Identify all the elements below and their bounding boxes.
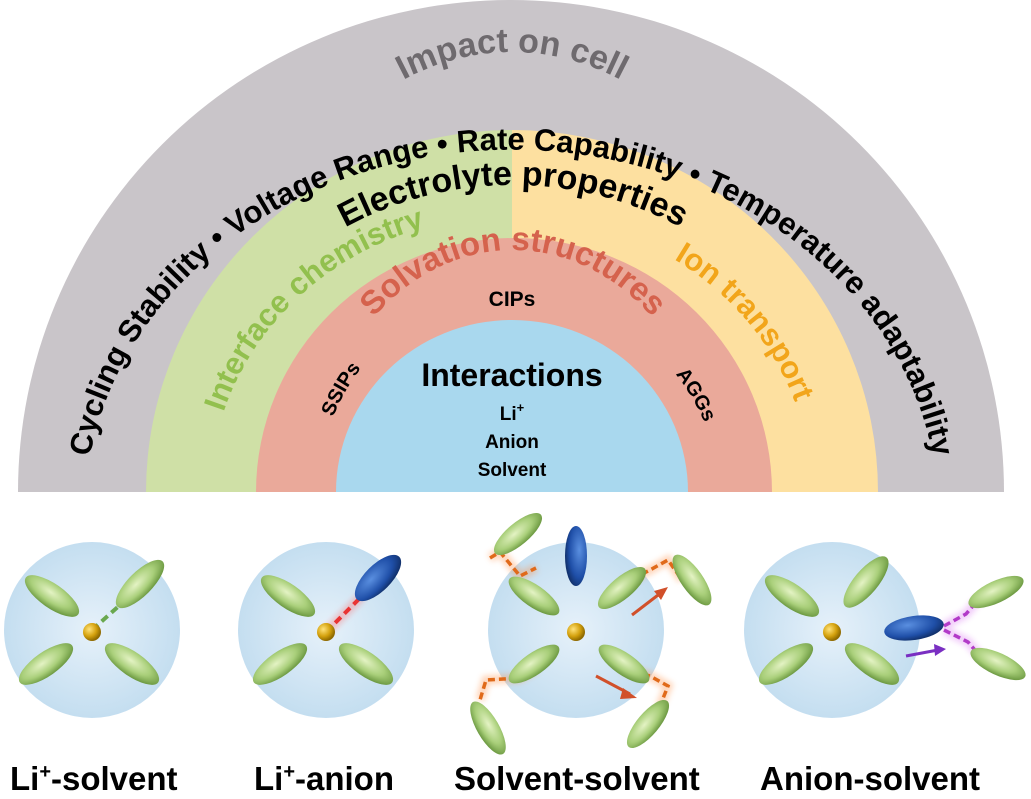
solvent-molecule: [252, 643, 308, 685]
ring-interactions: [336, 320, 688, 492]
solvent-molecule: [758, 643, 814, 685]
cips-label: CIPs: [489, 288, 536, 311]
solvent-molecule: [626, 699, 670, 749]
anion-molecule: [354, 554, 402, 602]
solvent-molecule: [493, 512, 543, 556]
anion-molecule: [565, 526, 587, 586]
solvent-molecule: [970, 647, 1026, 681]
anion-solvent-bonds: [941, 597, 984, 659]
solvent-solvent-bond: [478, 666, 537, 701]
solvent-molecule: [968, 575, 1024, 609]
solvent-molecule: [18, 643, 74, 685]
solvent-molecule: [508, 644, 560, 684]
solvent-molecule: [598, 644, 650, 684]
solvent-molecule: [104, 643, 160, 685]
interaction-item-solvent: Solvent: [478, 460, 547, 481]
li-ion: [823, 623, 841, 641]
solvent-solvent-bond: [489, 549, 537, 579]
solvent-molecule: [115, 559, 165, 609]
solvent-molecule: [24, 575, 80, 617]
li-ion: [317, 623, 335, 641]
li-ion: [83, 623, 101, 641]
solvent-molecule: [764, 575, 820, 617]
anion-molecule: [884, 615, 944, 641]
arrowhead: [934, 644, 946, 656]
li-ion: [567, 623, 585, 641]
arrowhead: [620, 688, 637, 699]
caption-anion-solvent: Anion-solvent: [760, 760, 980, 797]
arrow: [905, 648, 939, 658]
panel-li-anion: [238, 542, 414, 718]
caption-li-anion: Li+-anion: [254, 760, 394, 797]
arrow: [631, 590, 663, 617]
interactions-title: Interactions: [421, 357, 602, 393]
panel-anion-solvent: [744, 542, 1026, 718]
solvent-molecule: [470, 701, 506, 755]
solvent-molecule: [260, 575, 316, 617]
panel-li-solvent: [4, 542, 180, 718]
solvent-molecule: [672, 554, 712, 606]
solvent-molecule: [508, 576, 560, 616]
solvent-molecule: [338, 643, 394, 685]
solvent-molecule: [844, 643, 900, 685]
caption-solvent-solvent: Solvent-solvent: [454, 760, 700, 797]
arrowhead: [654, 587, 668, 600]
solvent-molecule: [843, 556, 889, 608]
solvent-molecule: [597, 566, 647, 610]
interaction-item-anion: Anion: [485, 432, 539, 453]
panel-solvent-solvent: [470, 512, 712, 755]
caption-li-solvent: Li+-solvent: [10, 760, 178, 797]
